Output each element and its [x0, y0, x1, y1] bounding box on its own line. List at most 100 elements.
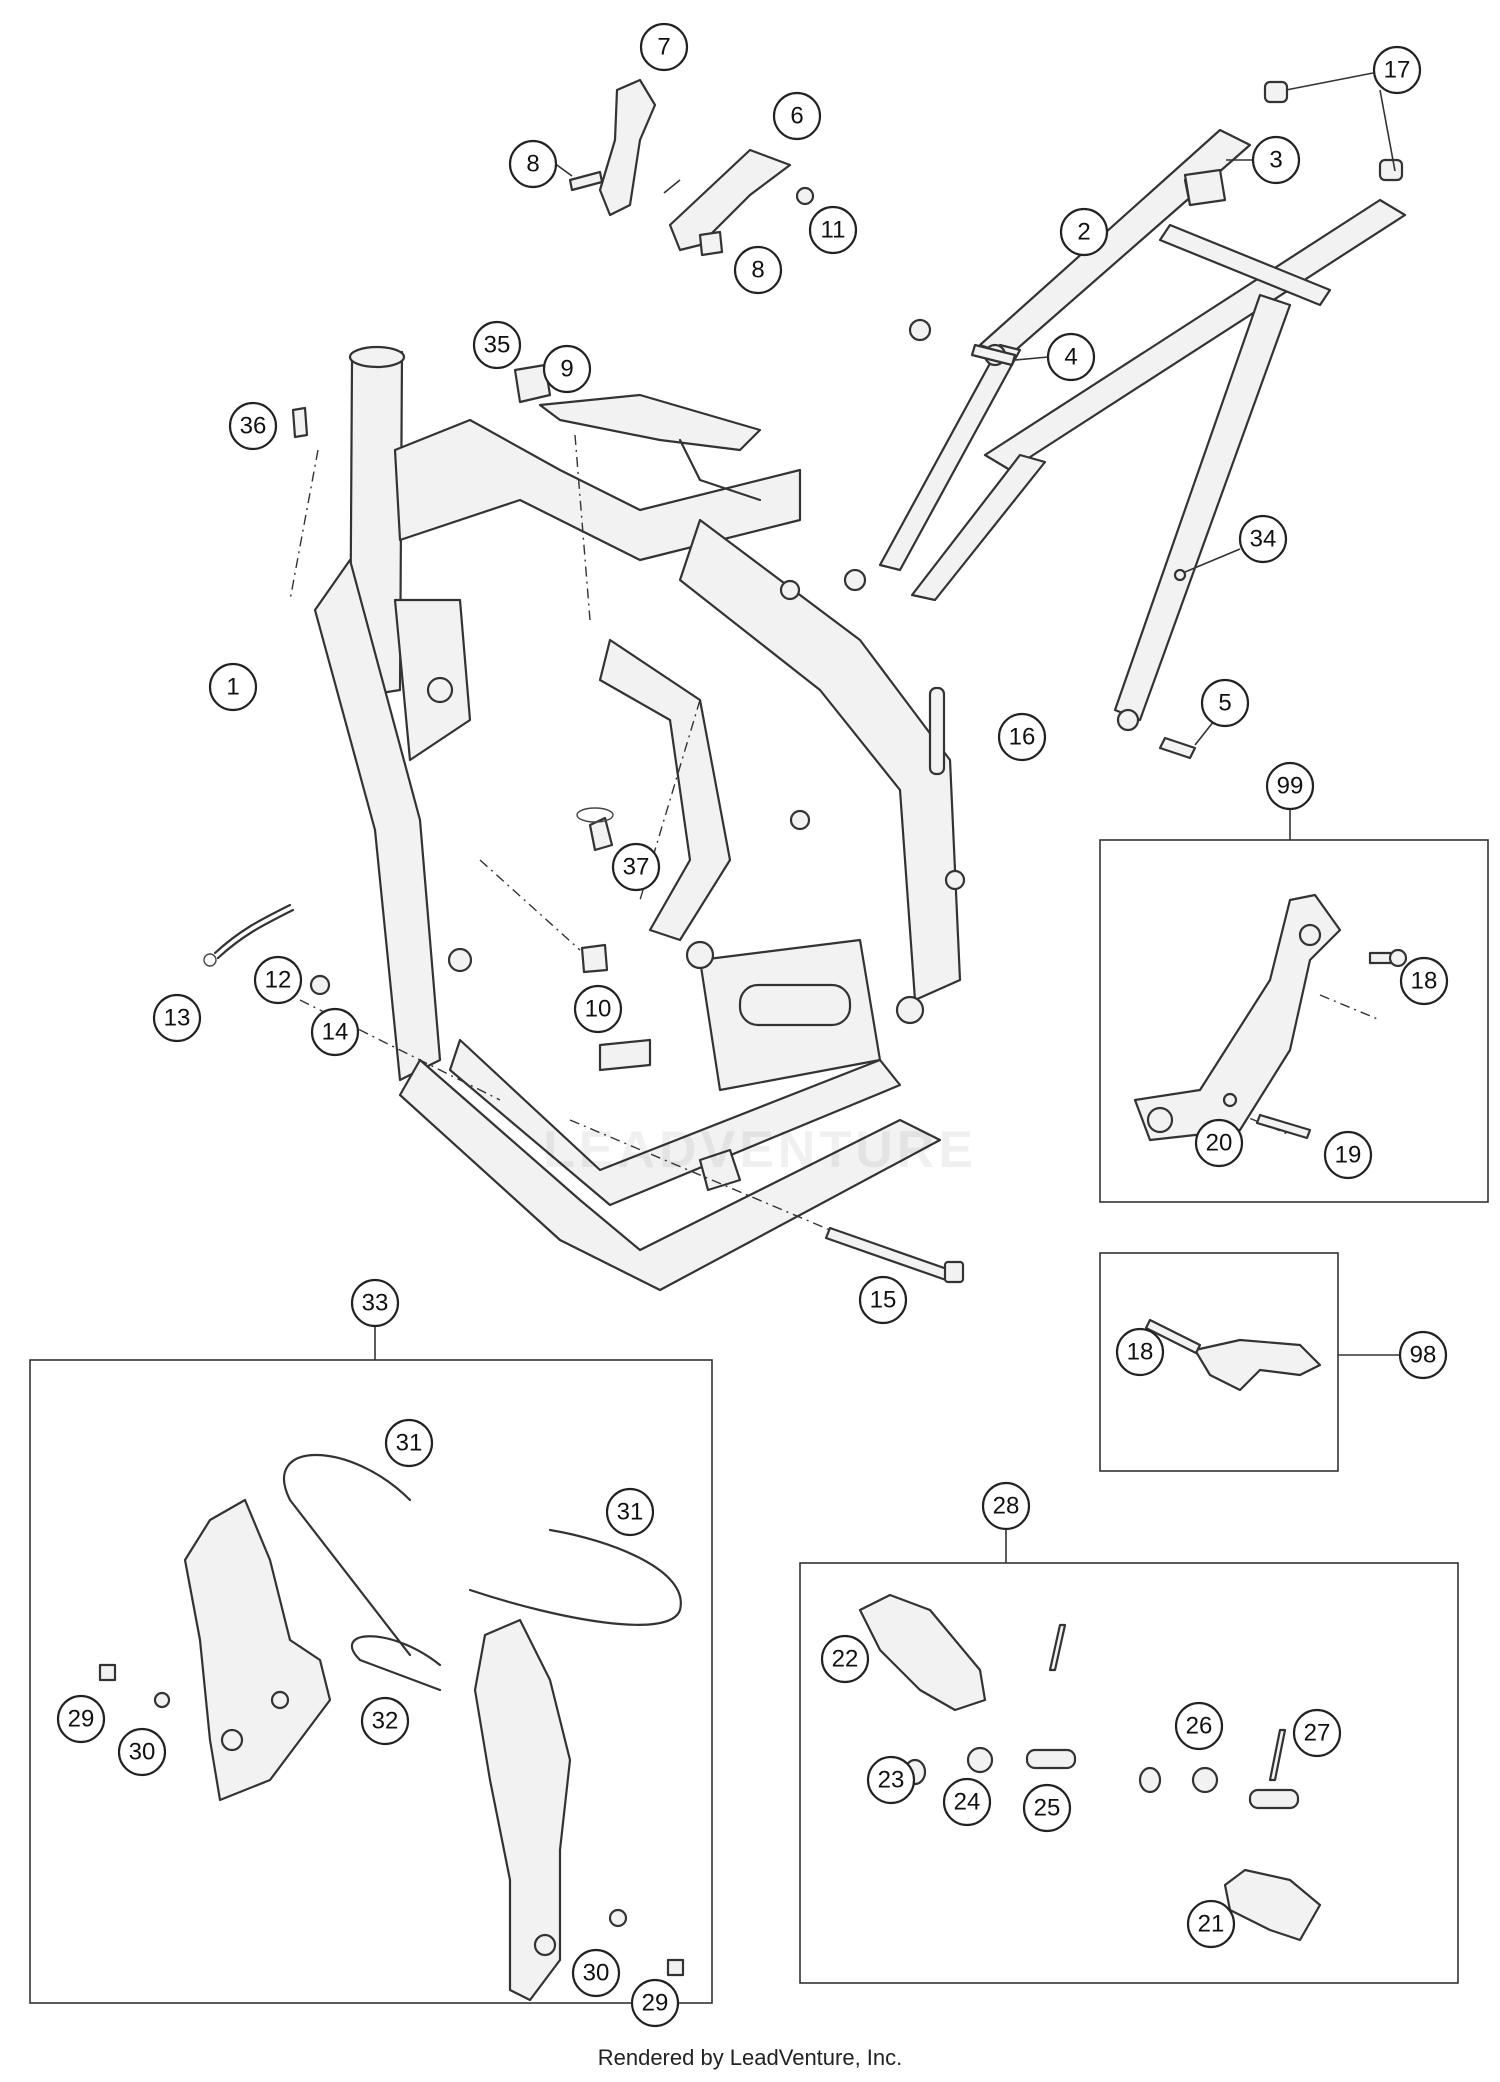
- holder-part-3: [1183, 168, 1227, 207]
- svg-text:7: 7: [657, 34, 670, 61]
- svg-text:16: 16: [1009, 724, 1036, 751]
- svg-text:8: 8: [751, 257, 764, 284]
- svg-text:31: 31: [396, 1430, 423, 1457]
- callout-30a: 30: [117, 1727, 167, 1777]
- callout-23: 23: [866, 1755, 916, 1805]
- svg-text:36: 36: [240, 413, 267, 440]
- svg-text:9: 9: [560, 356, 573, 383]
- svg-text:29: 29: [642, 1990, 669, 2017]
- svg-text:3: 3: [1269, 147, 1282, 174]
- callout-8a: 8: [508, 139, 558, 189]
- callout-20: 20: [1194, 1118, 1244, 1168]
- callout-14: 14: [310, 1007, 360, 1057]
- svg-text:2: 2: [1077, 219, 1090, 246]
- svg-text:33: 33: [362, 1290, 389, 1317]
- svg-text:32: 32: [372, 1708, 399, 1735]
- clip-part-37: [588, 816, 614, 852]
- svg-text:31: 31: [617, 1499, 644, 1526]
- bolt-part-15: [824, 1226, 952, 1282]
- callout-11: 11: [808, 205, 858, 255]
- callout-98: 98: [1398, 1330, 1448, 1380]
- frame-protector-assembly: [98, 1453, 685, 2002]
- svg-text:34: 34: [1250, 526, 1277, 553]
- svg-text:12: 12: [265, 967, 292, 994]
- box-98: [1099, 1252, 1339, 1472]
- box-28: [799, 1562, 1459, 1984]
- svg-text:35: 35: [484, 332, 511, 359]
- bolt-part-8a: [568, 170, 604, 192]
- callout-8b: 8: [733, 245, 783, 295]
- footrest-assembly-98: [1144, 1318, 1322, 1392]
- callout-34: 34: [1238, 514, 1288, 564]
- callout-leaders: [374, 72, 1400, 1563]
- callout-26: 26: [1174, 1701, 1224, 1751]
- callout-22: 22: [820, 1634, 870, 1684]
- svg-text:21: 21: [1198, 1911, 1225, 1938]
- callout-31a: 31: [384, 1418, 434, 1468]
- svg-text:37: 37: [623, 854, 650, 881]
- svg-text:6: 6: [790, 103, 803, 130]
- bracket-part-6: [668, 148, 792, 252]
- box-33: [29, 1359, 713, 2004]
- svg-text:8: 8: [526, 151, 539, 178]
- svg-text:17: 17: [1384, 57, 1411, 84]
- rear-subframe: [843, 128, 1407, 732]
- callout-2: 2: [1059, 207, 1109, 257]
- svg-text:26: 26: [1186, 1713, 1213, 1740]
- svg-text:24: 24: [954, 1789, 981, 1816]
- callout-99: 99: [1265, 761, 1315, 811]
- svg-text:13: 13: [164, 1005, 191, 1032]
- callout-1: 1: [208, 662, 258, 712]
- svg-text:15: 15: [870, 1287, 897, 1314]
- bolt-part-8b: [698, 230, 724, 257]
- callout-5: 5: [1200, 678, 1250, 728]
- svg-text:98: 98: [1410, 1342, 1437, 1369]
- callout-32: 32: [360, 1696, 410, 1746]
- svg-text:28: 28: [993, 1493, 1020, 1520]
- bolt-part-5: [1158, 736, 1197, 760]
- callout-18a: 18: [1399, 956, 1449, 1006]
- svg-text:4: 4: [1064, 344, 1077, 371]
- callout-10: 10: [573, 984, 623, 1034]
- callout-36: 36: [228, 401, 278, 451]
- callout-15: 15: [858, 1275, 908, 1325]
- callout-3: 3: [1251, 135, 1301, 185]
- clamp-part-35: [513, 363, 552, 404]
- callout-21: 21: [1186, 1899, 1236, 1949]
- svg-text:30: 30: [583, 1960, 610, 1987]
- hose-part-12: [213, 903, 292, 955]
- callout-12: 12: [253, 955, 303, 1005]
- callout-4: 4: [1046, 332, 1096, 382]
- main-frame: [313, 345, 966, 1292]
- callout-28: 28: [981, 1481, 1031, 1531]
- callout-35: 35: [472, 320, 522, 370]
- grommet-part-17a: [1263, 80, 1289, 104]
- svg-text:27: 27: [1304, 1720, 1331, 1747]
- plate-part-9: [538, 393, 762, 452]
- assembly-lines: [289, 434, 1381, 1231]
- svg-text:5: 5: [1218, 690, 1231, 717]
- bushing-part-10: [580, 943, 609, 974]
- callout-29b: 29: [630, 1978, 680, 2028]
- svg-text:30: 30: [129, 1739, 156, 1766]
- callout-33: 33: [350, 1278, 400, 1328]
- clip-part-36: [291, 406, 309, 439]
- svg-text:11: 11: [821, 217, 846, 244]
- svg-text:18: 18: [1127, 1339, 1154, 1366]
- bracket-part-7: [598, 78, 657, 217]
- svg-text:23: 23: [878, 1767, 905, 1794]
- callout-27: 27: [1292, 1708, 1342, 1758]
- svg-text:29: 29: [68, 1706, 95, 1733]
- callout-19: 19: [1323, 1130, 1373, 1180]
- svg-text:14: 14: [322, 1019, 349, 1046]
- callout-24: 24: [942, 1777, 992, 1827]
- callout-9: 9: [542, 344, 592, 394]
- svg-text:22: 22: [832, 1646, 859, 1673]
- callout-7: 7: [639, 22, 689, 72]
- callout-30b: 30: [571, 1948, 621, 1998]
- footrest-kit-assembly: [858, 1593, 1322, 1942]
- footer-credit: Rendered by LeadVenture, Inc.: [597, 2045, 903, 2070]
- clamp-part-13: [203, 953, 217, 967]
- svg-text:19: 19: [1335, 1142, 1362, 1169]
